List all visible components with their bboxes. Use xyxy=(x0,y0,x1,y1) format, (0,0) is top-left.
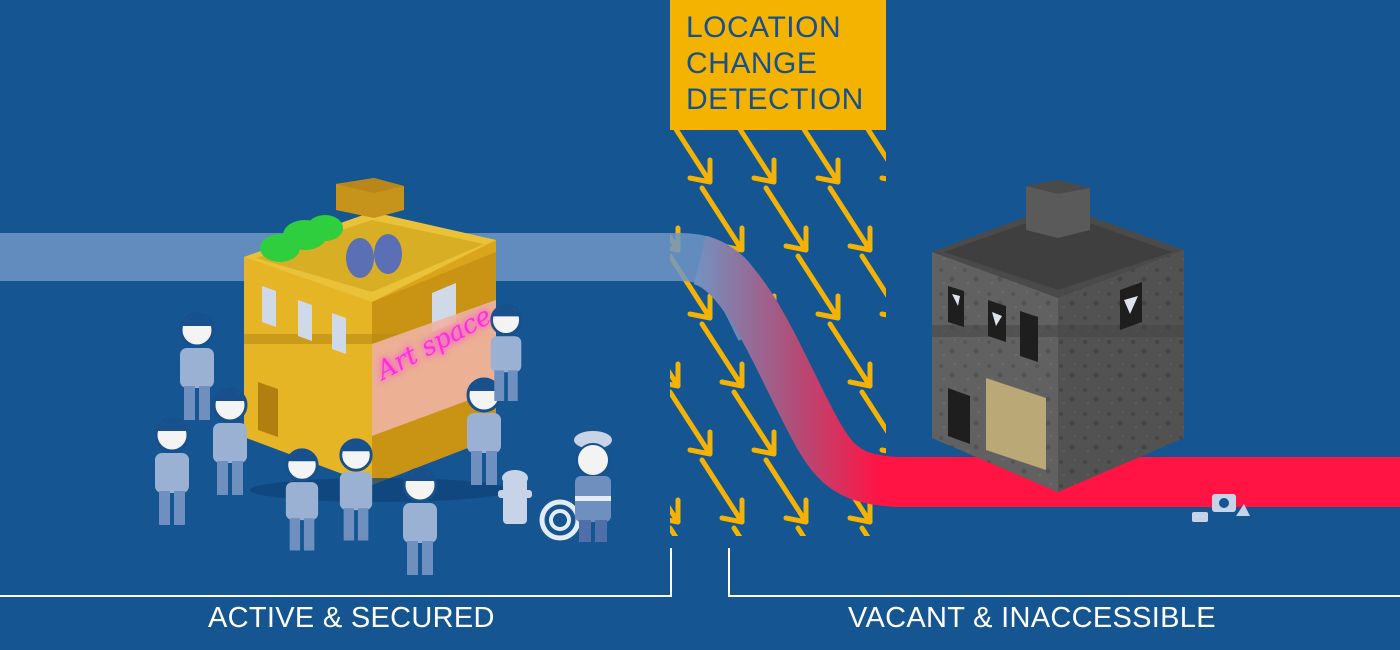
firefighter-icon xyxy=(574,431,612,542)
arrow-mark xyxy=(827,185,873,253)
arrow-mark xyxy=(827,321,873,389)
arrow-mark xyxy=(894,188,934,250)
fire-hydrant-icon xyxy=(498,470,581,541)
label-vacant-inaccessible: VACANT & INACCESSIBLE xyxy=(848,602,1216,634)
title-line-3: DETECTION xyxy=(686,83,864,116)
label-active-secured: ACTIVE & SECURED xyxy=(208,602,495,634)
arrow-mark xyxy=(670,497,681,525)
arrow-mark xyxy=(865,130,886,182)
arrow-mark xyxy=(670,361,681,389)
person-icon xyxy=(285,448,319,551)
arrow-mark xyxy=(795,253,841,321)
arrow-mark xyxy=(606,392,646,454)
gray-abandoned-building xyxy=(932,180,1184,492)
section-brackets xyxy=(0,548,1400,597)
arrow-mark xyxy=(894,324,934,386)
arrow-mark xyxy=(737,130,777,185)
arrow-mark xyxy=(699,457,745,525)
arrow-mark xyxy=(699,321,745,389)
arrow-mark xyxy=(801,130,841,185)
arrow-mark xyxy=(606,528,646,590)
title-line-1: LOCATION xyxy=(686,11,842,44)
person-icon xyxy=(339,438,373,541)
arrow-mark xyxy=(731,525,743,536)
person-icon xyxy=(466,377,502,485)
debris-icon xyxy=(1192,494,1250,522)
person-icon xyxy=(402,467,438,575)
yellow-building xyxy=(244,178,496,485)
title-line-2: CHANGE xyxy=(686,47,818,80)
person-icon xyxy=(490,304,522,401)
arrow-mark xyxy=(859,253,886,318)
arrow-mark xyxy=(795,525,807,536)
title-box: LOCATION CHANGE DETECTION xyxy=(670,0,886,130)
arrow-mark xyxy=(763,185,809,253)
arrow-mark xyxy=(859,525,871,536)
arrow-mark xyxy=(670,389,713,457)
arrow-mark xyxy=(670,525,679,536)
arrow-mark xyxy=(673,130,713,185)
arrow-mark xyxy=(763,457,809,525)
person-icon xyxy=(154,417,190,525)
arrow-mark xyxy=(606,120,646,182)
transition-path xyxy=(691,235,1400,507)
arrow-mark xyxy=(859,389,886,454)
person-icons xyxy=(154,304,522,575)
arrow-mark xyxy=(731,389,777,457)
person-icon xyxy=(179,312,215,420)
arrow-mark xyxy=(574,52,614,114)
person-icon xyxy=(212,387,248,495)
